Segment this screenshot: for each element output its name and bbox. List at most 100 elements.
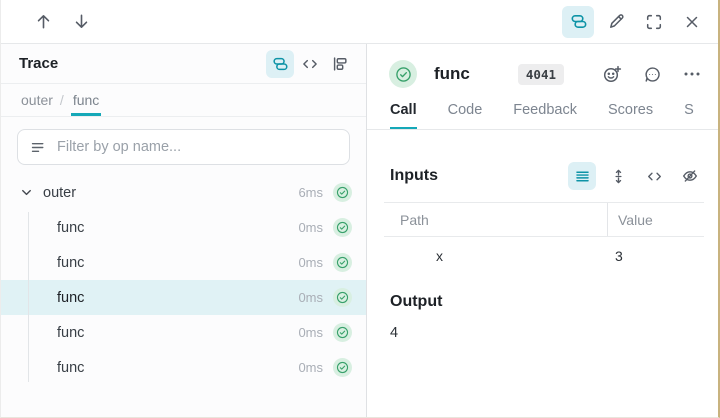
input-path-cell: x (436, 247, 443, 264)
more-icon (682, 64, 702, 84)
tab-feedback[interactable]: Feedback (513, 102, 577, 118)
tree-view-stack-icon (271, 55, 289, 73)
tree-row-label: outer (43, 184, 77, 201)
op-filter-input[interactable] (57, 139, 337, 155)
tree-row-label: func (57, 289, 85, 306)
trace-tree-row-func[interactable]: func 0ms (1, 210, 366, 245)
output-value: 4 (390, 325, 399, 341)
tree-row-duration: 0ms (298, 290, 323, 305)
inputs-view-toggles (568, 162, 704, 190)
tree-row-duration: 0ms (298, 255, 323, 270)
breadcrumb: outer / func (1, 84, 366, 117)
breadcrumb-item-outer[interactable]: outer (21, 92, 53, 108)
expand-rows-icon (610, 168, 627, 185)
tab-call[interactable]: Call (390, 102, 417, 129)
tree-row-duration: 0ms (298, 220, 323, 235)
call-success-status-icon (389, 60, 417, 88)
trace-panel-header: Trace (1, 44, 366, 84)
tree-row-label: func (57, 254, 85, 271)
trace-tree-row-func[interactable]: func 0ms (1, 350, 366, 385)
success-status-icon (333, 288, 352, 307)
add-reaction-button[interactable] (600, 62, 624, 86)
add-reaction-icon (602, 64, 622, 84)
close-button[interactable] (676, 6, 708, 38)
success-status-icon (333, 253, 352, 272)
tree-view-button[interactable] (266, 49, 294, 78)
inputs-table-row: x 3 (384, 237, 704, 274)
tree-row-duration: 0ms (298, 325, 323, 340)
trace-panel-title: Trace (19, 55, 59, 72)
column-header-value: Value (607, 203, 704, 236)
call-nav-group (27, 6, 97, 38)
fullscreen-button[interactable] (638, 6, 670, 38)
more-options-button[interactable] (680, 62, 704, 86)
edit-button[interactable] (600, 6, 632, 38)
call-id-badge: 4041 (517, 63, 564, 85)
trace-view-button[interactable] (562, 5, 594, 38)
flame-view-icon (331, 55, 349, 73)
inputs-section-header: Inputs (390, 162, 704, 190)
close-icon (683, 13, 701, 31)
call-header-actions (600, 62, 704, 86)
comment-icon (643, 65, 662, 84)
filter-icon (30, 139, 47, 156)
top-toolbar (1, 0, 718, 44)
chevron-down-icon[interactable] (19, 185, 34, 200)
column-header-path: Path (400, 211, 429, 228)
code-icon (646, 168, 663, 185)
output-heading: Output (390, 293, 443, 310)
filter-container (17, 129, 350, 165)
tree-row-label: func (57, 324, 85, 341)
call-header: func 4041 (367, 44, 718, 88)
tab-scores[interactable]: Scores (607, 102, 654, 118)
call-title: func (434, 64, 470, 83)
inputs-table: Path Value x 3 (384, 202, 704, 274)
previous-call-button[interactable] (27, 6, 59, 38)
trace-tree: outer 6ms func 0ms func 0ms (1, 175, 366, 417)
trace-tree-row-func-selected[interactable]: func 0ms (1, 280, 366, 315)
call-tabs: Call Code Feedback Scores S (367, 88, 718, 130)
comment-button[interactable] (640, 62, 664, 86)
inputs-table-header: Path Value (384, 202, 704, 237)
stack-icon (569, 12, 588, 31)
code-format-button[interactable] (640, 162, 668, 190)
fullscreen-icon (645, 13, 663, 31)
expand-rows-button[interactable] (604, 162, 632, 190)
arrow-down-icon (72, 12, 91, 31)
tree-row-label: func (57, 359, 85, 376)
tab-summary-clipped[interactable]: S (684, 102, 694, 118)
flame-view-button[interactable] (326, 50, 354, 78)
trace-tree-row-func[interactable]: func 0ms (1, 315, 366, 350)
code-view-button[interactable] (296, 50, 324, 78)
trace-panel: Trace (1, 44, 367, 417)
tree-indent-guide (28, 212, 29, 382)
next-call-button[interactable] (65, 6, 97, 38)
hide-icon (681, 167, 699, 185)
list-view-button[interactable] (568, 162, 596, 190)
trace-tree-row-outer[interactable]: outer 6ms (1, 175, 366, 210)
success-status-icon (333, 358, 352, 377)
breadcrumb-separator: / (59, 92, 64, 108)
inputs-heading: Inputs (390, 167, 438, 184)
main-split: Trace (1, 44, 718, 417)
success-status-icon (333, 183, 352, 202)
trace-tree-row-func[interactable]: func 0ms (1, 245, 366, 280)
success-status-icon (333, 323, 352, 342)
success-status-icon (333, 218, 352, 237)
code-view-icon (301, 55, 319, 73)
output-section: Output 4 (390, 293, 704, 341)
call-panel: func 4041 (367, 44, 718, 417)
tab-code[interactable]: Code (447, 102, 483, 118)
tree-row-duration: 0ms (298, 360, 323, 375)
input-value-cell: 3 (615, 247, 623, 264)
hide-values-button[interactable] (676, 162, 704, 190)
breadcrumb-item-func[interactable]: func (70, 92, 102, 116)
tree-row-label: func (57, 219, 85, 236)
arrow-up-icon (34, 12, 53, 31)
pencil-icon (607, 12, 626, 31)
trace-view-toolbar (266, 49, 354, 78)
op-filter-box (17, 129, 350, 165)
top-action-group (562, 5, 708, 38)
tree-row-duration: 6ms (298, 185, 323, 200)
